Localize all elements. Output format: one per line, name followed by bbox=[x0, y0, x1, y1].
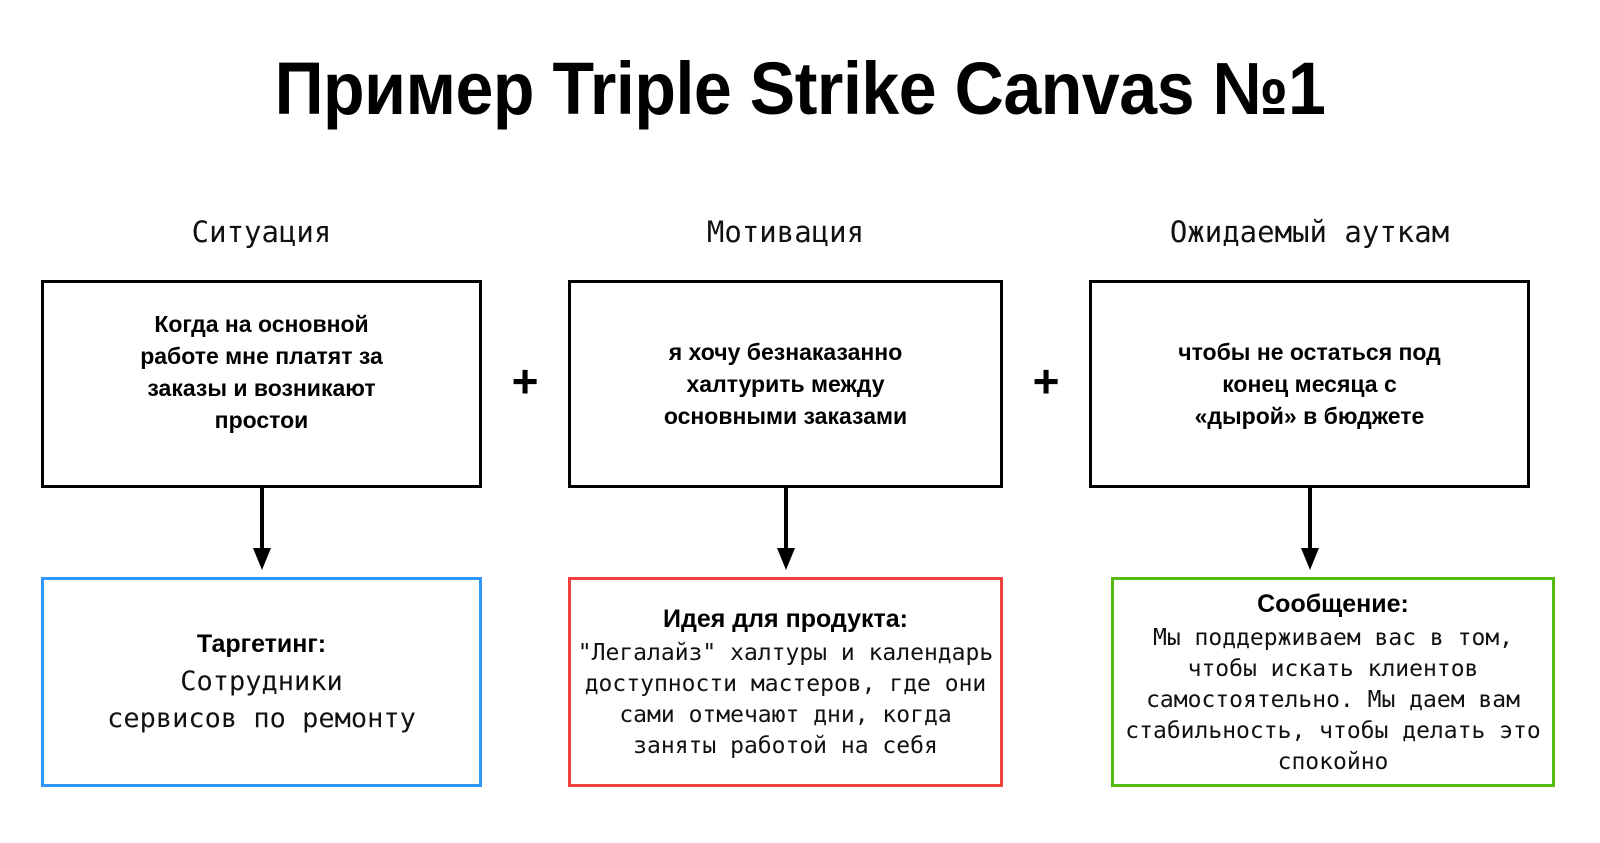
arrow-shaft bbox=[260, 488, 264, 552]
outcome-content-targeting: Таргетинг: Сотрудники сервисов по ремонт… bbox=[107, 627, 416, 737]
premise-box-outcome: чтобы не остаться под конец месяца с «ды… bbox=[1089, 280, 1530, 488]
down-arrow-icon-2 bbox=[774, 488, 798, 572]
plus-operator-icon-1: + bbox=[511, 355, 539, 407]
outcome-body-message: Мы поддерживаем вас в том, чтобы искать … bbox=[1125, 624, 1541, 775]
outcome-body-targeting: Сотрудники сервисов по ремонту bbox=[107, 666, 416, 734]
premise-box-motivation: я хочу безнаказанно халтурить между осно… bbox=[568, 280, 1003, 488]
outcome-heading-targeting: Таргетинг: bbox=[196, 630, 327, 658]
column-header-outcome: Ожидаемый ауткам bbox=[1169, 215, 1450, 249]
plus-operator-icon-2: + bbox=[1032, 355, 1060, 407]
outcome-body-product-idea: "Легалайз" халтуры и календарь доступнос… bbox=[577, 640, 994, 759]
arrow-head bbox=[777, 548, 795, 570]
arrow-head bbox=[1301, 548, 1319, 570]
outcome-content-product-idea: Идея для продукта: "Легалайз" халтуры и … bbox=[571, 602, 1000, 762]
premise-text-motivation: я хочу безнаказанно халтурить между осно… bbox=[663, 339, 908, 429]
arrow-head bbox=[253, 548, 271, 570]
outcome-box-message: Сообщение: Мы поддерживаем вас в том, чт… bbox=[1111, 577, 1555, 787]
premise-box-situation: Когда на основной работе мне платят за з… bbox=[41, 280, 482, 488]
outcome-box-targeting: Таргетинг: Сотрудники сервисов по ремонт… bbox=[41, 577, 482, 787]
down-arrow-icon-1 bbox=[250, 488, 274, 572]
arrow-shaft bbox=[1308, 488, 1312, 552]
premise-text-situation: Когда на основной работе мне платят за з… bbox=[140, 311, 383, 433]
outcome-content-message: Сообщение: Мы поддерживаем вас в том, чт… bbox=[1114, 587, 1552, 778]
outcome-heading-product-idea: Идея для продукта: bbox=[663, 605, 908, 633]
down-arrow-icon-3 bbox=[1298, 488, 1322, 572]
column-header-situation: Ситуация bbox=[191, 215, 332, 249]
page-title: Пример Triple Strike Canvas №1 bbox=[274, 47, 1326, 130]
arrow-shaft bbox=[784, 488, 788, 552]
outcome-heading-message: Сообщение: bbox=[1257, 589, 1409, 618]
column-header-motivation: Мотивация bbox=[706, 215, 865, 249]
premise-text-outcome: чтобы не остаться под конец месяца с «ды… bbox=[1178, 339, 1441, 429]
outcome-box-product-idea: Идея для продукта: "Легалайз" халтуры и … bbox=[568, 577, 1003, 787]
